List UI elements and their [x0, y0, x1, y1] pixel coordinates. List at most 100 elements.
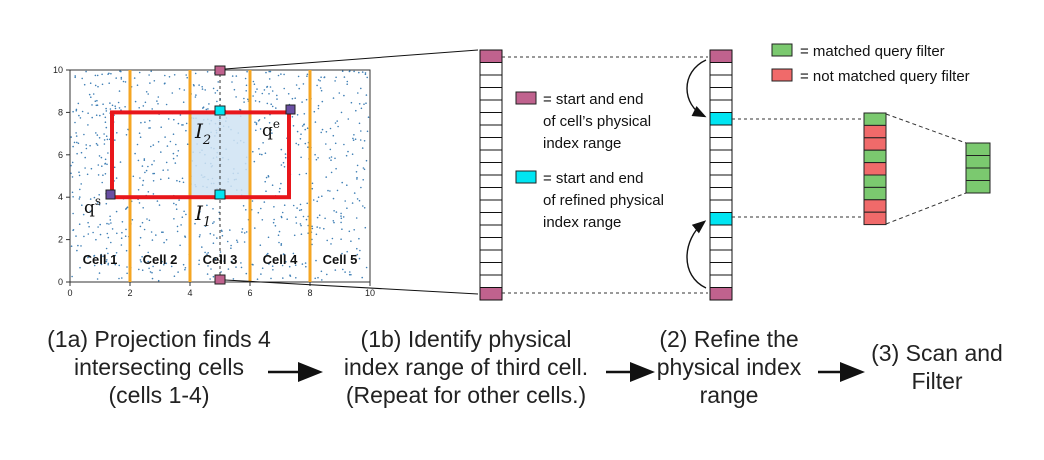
data-point: [311, 243, 313, 246]
data-point: [307, 146, 309, 148]
data-point: [167, 118, 170, 120]
data-point: [254, 227, 256, 229]
legend-matched-swatch: [771, 43, 793, 57]
data-point: [325, 143, 327, 145]
data-point: [163, 241, 165, 244]
data-point: [138, 268, 140, 271]
data-point: [259, 244, 262, 246]
data-point: [286, 218, 289, 220]
data-point: [271, 132, 273, 134]
data-point: [143, 159, 146, 161]
data-point: [231, 81, 233, 83]
data-point: [285, 261, 287, 263]
data-point: [266, 102, 269, 105]
data-point: [145, 91, 148, 93]
data-point: [75, 132, 77, 134]
data-point: [273, 218, 275, 221]
data-point: [100, 156, 103, 159]
data-point: [333, 221, 335, 224]
data-point: [334, 122, 337, 124]
data-point: [216, 89, 219, 92]
data-point: [124, 106, 126, 108]
data-point: [127, 128, 129, 131]
data-point: [147, 165, 149, 168]
data-point: [108, 72, 110, 75]
data-point: [184, 268, 186, 271]
cell-label: Cell 3: [203, 252, 238, 267]
data-point: [147, 93, 149, 95]
data-point: [341, 252, 343, 255]
data-point: [263, 117, 266, 119]
data-point: [320, 270, 323, 273]
data-point: [169, 140, 172, 143]
data-point: [316, 200, 319, 203]
data-point: [176, 230, 179, 233]
data-point: [142, 179, 145, 182]
data-point: [71, 161, 74, 164]
refine-arrow-down: [686, 59, 707, 118]
data-point: [151, 163, 153, 166]
data-point: [305, 265, 307, 268]
data-point: [174, 255, 177, 257]
data-point: [332, 197, 335, 200]
data-point: [75, 235, 77, 237]
data-point: [173, 275, 176, 278]
data-point: [256, 88, 258, 90]
data-point: [160, 151, 162, 153]
data-point: [348, 230, 351, 233]
data-point: [343, 143, 345, 146]
data-point: [346, 83, 349, 85]
cell-label: Cell 4: [263, 252, 298, 267]
data-point: [115, 252, 118, 254]
data-point: [240, 266, 243, 269]
data-point: [267, 236, 270, 239]
data-point: [235, 75, 238, 77]
data-point: [220, 271, 222, 273]
data-point: [303, 123, 306, 125]
data-point: [148, 267, 150, 270]
data-point: [324, 217, 326, 220]
data-point: [341, 70, 344, 72]
data-point: [93, 264, 96, 267]
data-point: [255, 122, 258, 124]
data-point: [139, 236, 142, 239]
data-point: [259, 153, 261, 155]
data-point: [78, 223, 81, 225]
data-point: [173, 118, 175, 121]
data-point: [314, 121, 317, 123]
data-point: [78, 114, 80, 117]
data-point: [254, 100, 257, 102]
data-point: [96, 278, 99, 280]
data-point: [132, 175, 135, 178]
data-point: [254, 91, 257, 93]
data-point: [303, 113, 306, 115]
data-point: [207, 252, 209, 254]
data-point: [321, 100, 324, 103]
data-point: [103, 133, 105, 135]
data-point: [277, 234, 280, 236]
data-point: [75, 109, 78, 112]
data-point: [350, 273, 352, 276]
data-point: [118, 107, 121, 109]
data-point: [150, 145, 152, 148]
data-point: [157, 141, 160, 143]
data-point: [212, 208, 214, 210]
data-point: [133, 77, 136, 79]
data-point: [253, 83, 256, 85]
data-point: [291, 97, 294, 100]
data-point: [97, 226, 99, 228]
data-point: [174, 162, 177, 164]
data-point: [126, 266, 128, 268]
data-point: [117, 101, 120, 104]
data-point: [271, 90, 274, 92]
data-point: [346, 250, 349, 253]
data-point: [172, 152, 175, 155]
data-point: [100, 253, 102, 256]
data-point: [268, 70, 271, 73]
data-point: [89, 82, 92, 84]
data-point: [365, 159, 368, 162]
data-point: [321, 195, 323, 197]
data-point: [330, 243, 332, 245]
data-point: [75, 135, 78, 137]
data-point: [98, 272, 101, 274]
